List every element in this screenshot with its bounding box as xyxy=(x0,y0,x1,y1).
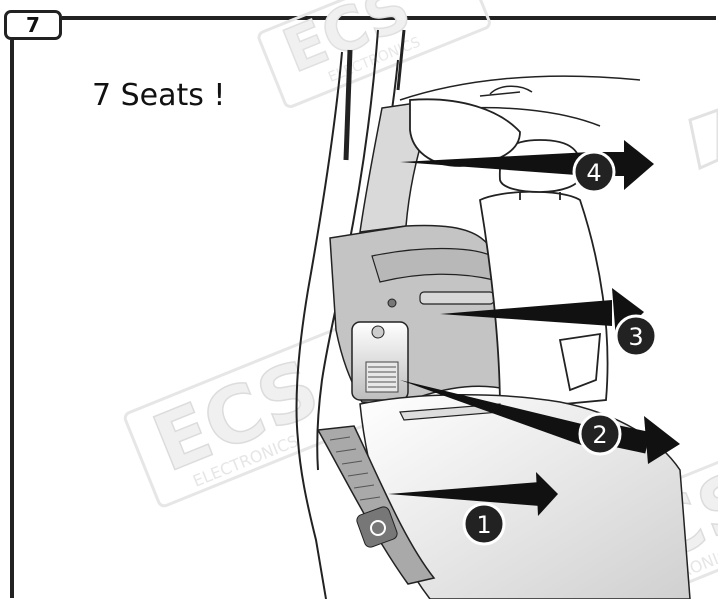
callout-marker-3: 3 xyxy=(614,314,658,358)
callout-marker-1: 1 xyxy=(462,502,506,546)
svg-text:2: 2 xyxy=(592,421,607,449)
svg-text:3: 3 xyxy=(628,323,643,351)
seat xyxy=(409,98,609,411)
access-hatch xyxy=(351,321,409,401)
panel-frame xyxy=(10,16,716,598)
sill-plate xyxy=(316,425,436,585)
trim-screw xyxy=(387,298,397,308)
step-number-badge: 7 xyxy=(4,10,62,40)
side-vent xyxy=(419,291,495,305)
svg-text:4: 4 xyxy=(586,159,601,187)
callout-marker-2: 2 xyxy=(578,412,622,456)
callout-marker-4: 4 xyxy=(572,150,616,194)
trunk-pillar xyxy=(295,29,406,599)
svg-text:1: 1 xyxy=(476,511,491,539)
caption-text: 7 Seats ! xyxy=(92,78,226,113)
